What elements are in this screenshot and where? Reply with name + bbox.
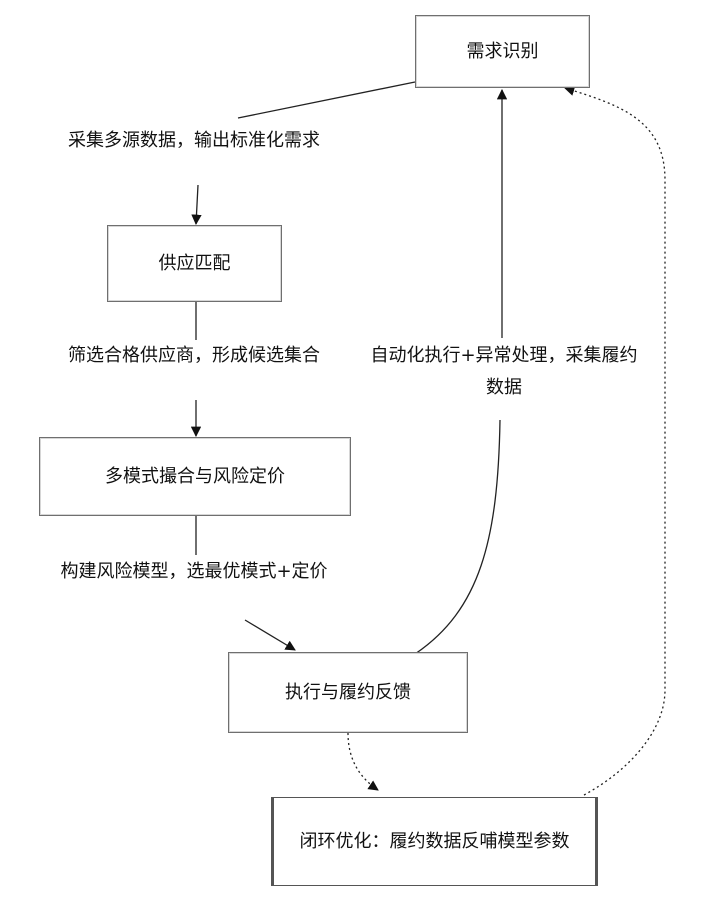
node-pricing-label: 多模式撮合与风险定价	[105, 462, 285, 492]
node-closed-loop-optimization: 闭环优化：履约数据反哺模型参数	[271, 797, 598, 886]
node-optimization-label: 闭环优化：履约数据反哺模型参数	[300, 827, 570, 857]
edge-label-filter-suppliers: 筛选合格供应商，形成候选集合	[54, 340, 334, 372]
edge-label-automated-execution: 自动化执行+异常处理，采集履约数据	[370, 340, 638, 404]
node-demand-recognition: 需求识别	[415, 15, 590, 88]
edge-label-collect-data: 采集多源数据，输出标准化需求	[54, 125, 334, 157]
node-pricing: 多模式撮合与风险定价	[39, 437, 351, 516]
node-execution-label: 执行与履约反馈	[285, 678, 411, 708]
edge-label-risk-model: 构建风险模型，选最优模式+定价	[54, 556, 334, 588]
node-supply-matching: 供应匹配	[107, 225, 282, 302]
node-execution: 执行与履约反馈	[228, 652, 468, 733]
edge-execution-to-optimization	[348, 733, 378, 790]
edge-optimization-to-demand	[565, 88, 665, 795]
node-demand-label: 需求识别	[467, 37, 539, 67]
node-supply-label: 供应匹配	[159, 249, 231, 279]
